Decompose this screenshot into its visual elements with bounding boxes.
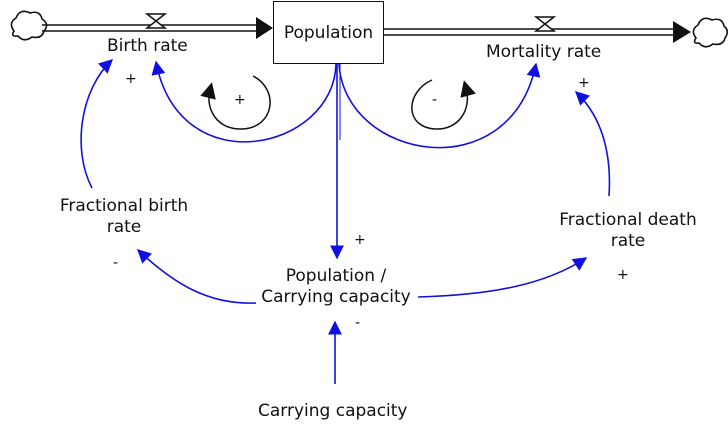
loop-balancing-polarity: -	[432, 92, 438, 108]
fractional-death-rate-line2: rate	[610, 231, 646, 251]
population-ratio-line1: Population /	[285, 266, 387, 286]
inflow-valve-icon	[144, 13, 168, 29]
link-ratio-to-fractional-birth-rate	[136, 249, 257, 304]
polarity-cc-to-ratio: -	[355, 315, 361, 331]
link-population-to-ratio	[330, 64, 344, 260]
link-fractional-death-rate-to-mortality-rate	[574, 91, 611, 197]
variable-fractional-death-rate[interactable]: Fractional death rate	[554, 210, 702, 252]
variable-population-ratio[interactable]: Population / Carrying capacity	[252, 266, 420, 308]
fractional-birth-rate-line2: rate	[106, 217, 142, 237]
link-fractional-birth-rate-to-birth-rate	[80, 59, 114, 189]
loop-reinforcing-polarity: +	[234, 92, 246, 108]
flow-mortality-rate-label[interactable]: Mortality rate	[486, 42, 602, 62]
link-population-to-birth-rate	[151, 60, 337, 143]
variable-fractional-birth-rate[interactable]: Fractional birth rate	[52, 196, 196, 238]
source-cloud-icon	[10, 10, 48, 41]
polarity-ratio-to-fdr: +	[617, 267, 629, 283]
fractional-death-rate-line1: Fractional death	[559, 210, 697, 230]
outflow-valve-icon	[533, 16, 557, 32]
variable-carrying-capacity[interactable]: Carrying capacity	[258, 401, 408, 421]
polarity-ratio-to-fbr: -	[113, 255, 119, 271]
sink-cloud-icon	[692, 17, 728, 48]
stock-label: Population	[283, 22, 374, 43]
fractional-birth-rate-line1: Fractional birth	[59, 196, 189, 216]
population-ratio-line2: Carrying capacity	[261, 287, 411, 307]
polarity-pop-to-mortality: +	[578, 75, 590, 91]
reinforcing-loop-icon	[200, 75, 271, 130]
balancing-loop-icon	[411, 79, 476, 130]
polarity-pop-to-ratio: +	[354, 232, 366, 248]
polarity-fbr-to-birth: +	[125, 71, 137, 87]
flow-birth-rate-label[interactable]: Birth rate	[107, 36, 188, 56]
link-population-to-mortality-rate	[338, 62, 541, 149]
stock-population[interactable]: Population	[273, 1, 384, 64]
link-ratio-to-fractional-death-rate	[417, 257, 588, 298]
outflow-pipe	[384, 21, 691, 43]
